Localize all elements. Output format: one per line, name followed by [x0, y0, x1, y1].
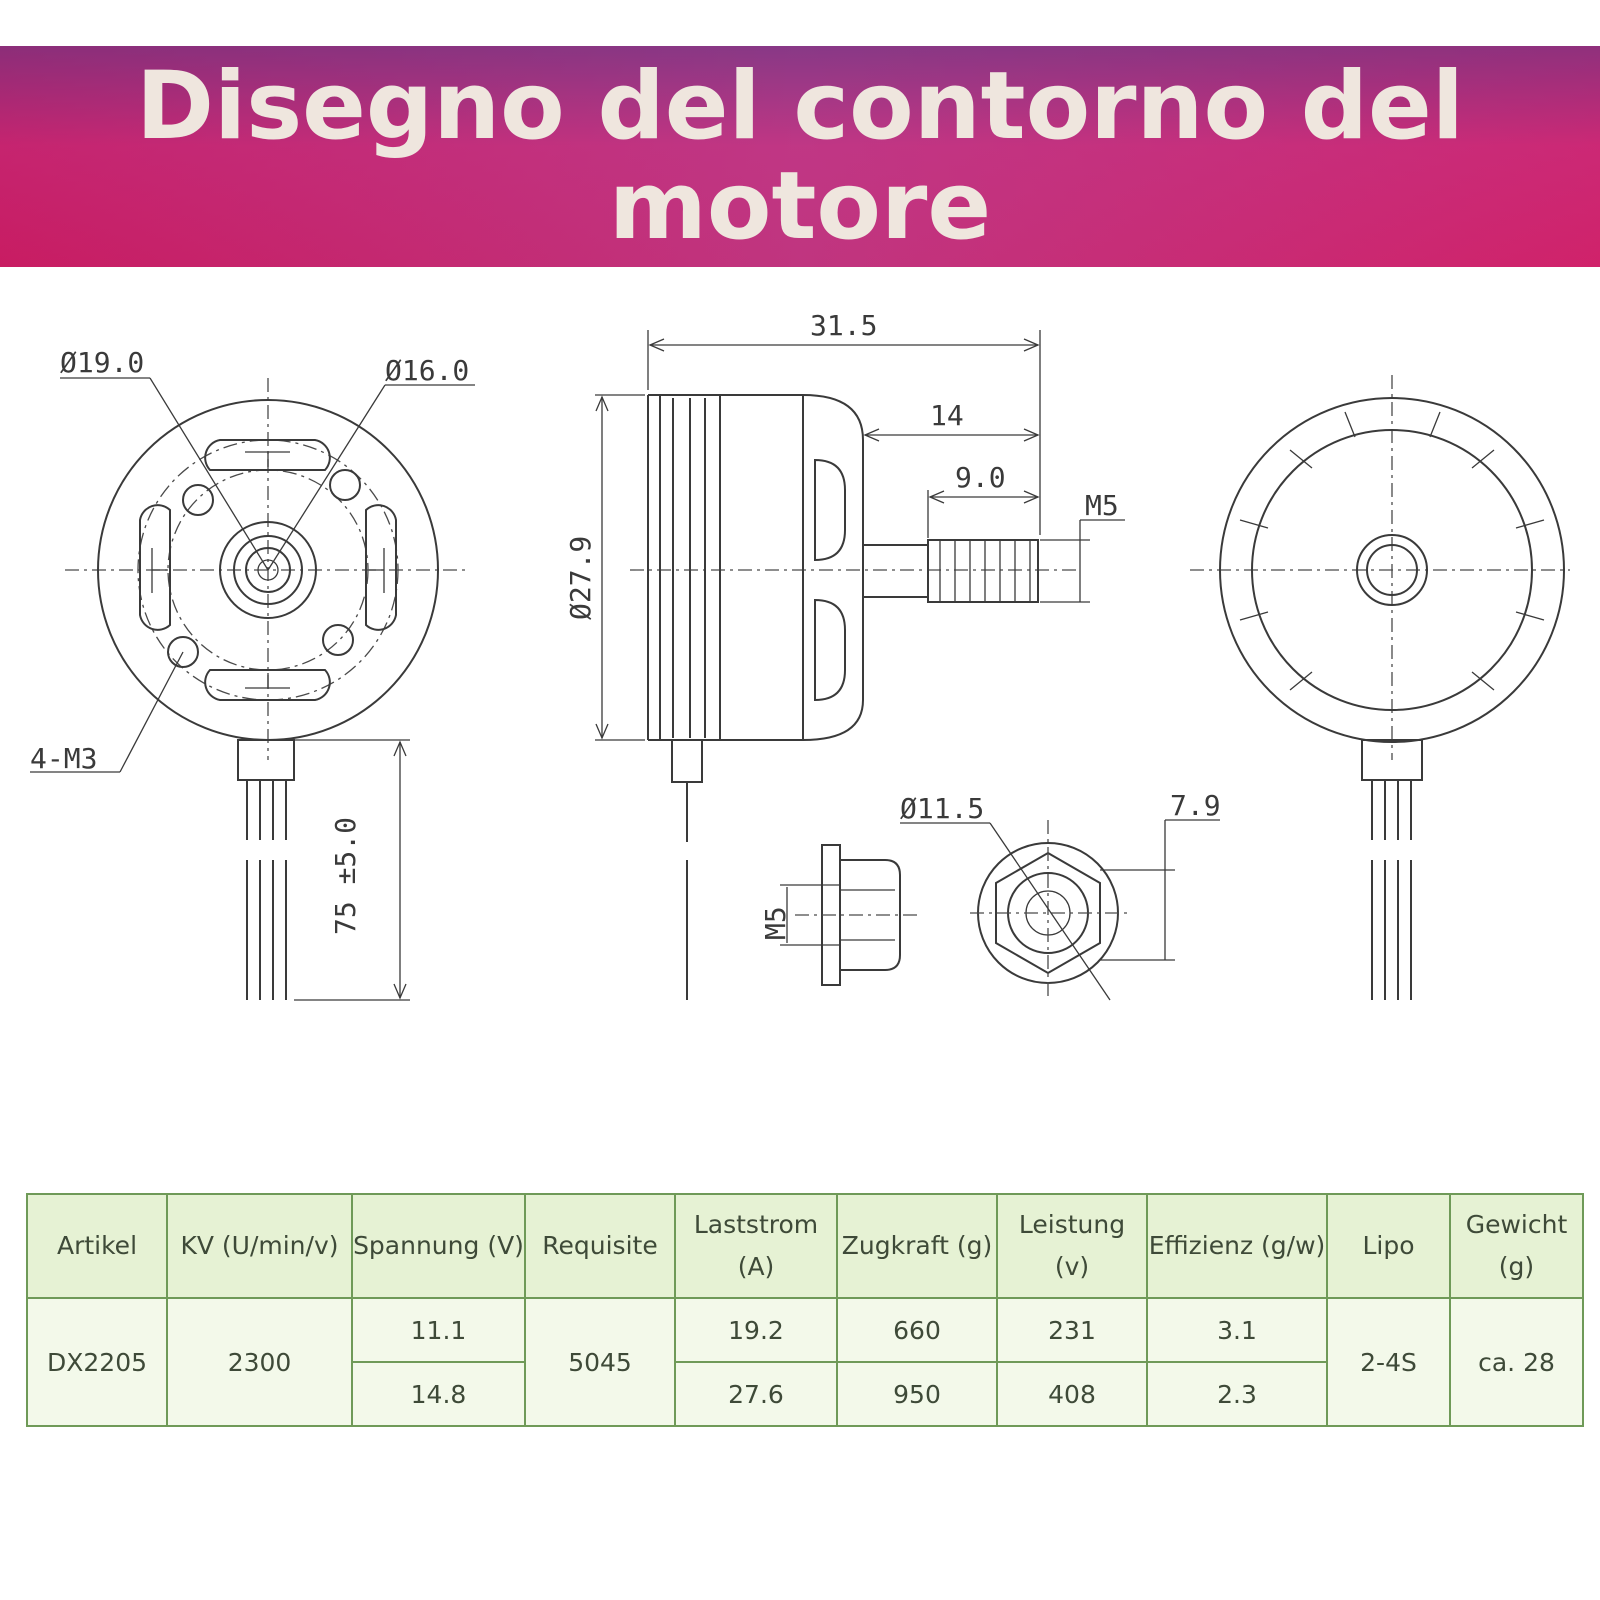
table-row: 14.8 27.6 950 408 2.3	[27, 1361, 1583, 1427]
dim-diameter: Ø27.9	[564, 536, 597, 620]
header-cell: Spannung (V)	[351, 1193, 526, 1299]
header-cell: Effizienz (g/w)	[1146, 1193, 1328, 1299]
header-cell: KV (U/min/v)	[166, 1193, 353, 1299]
motor-outline-drawing: Ø19.0 Ø16.0 4-M3 75 ±5.0 31.5 14	[30, 309, 1570, 1001]
header-cell: Gewicht (g)	[1449, 1193, 1584, 1299]
spec-table: Artikel KV (U/min/v) Spannung (V) Requis…	[26, 1193, 1584, 1427]
header-cell: Lipo	[1326, 1193, 1451, 1299]
header-cell: Artikel	[26, 1193, 168, 1299]
requisite-cell: 5045	[524, 1297, 676, 1427]
dim-length: 31.5	[810, 309, 877, 342]
spannung-cell: 11.1	[351, 1297, 526, 1363]
dim-nut-diameter: Ø11.5	[900, 792, 984, 825]
effizienz-cell: 3.1	[1146, 1297, 1328, 1363]
zugkraft-cell: 950	[836, 1361, 998, 1427]
leistung-cell: 231	[996, 1297, 1148, 1363]
lipo-cell: 2-4S	[1326, 1297, 1451, 1427]
page-title: Disegno del contorno del motore	[135, 51, 1465, 261]
header-cell: Zugkraft (g)	[836, 1193, 998, 1299]
table-header-row: Artikel KV (U/min/v) Spannung (V) Requis…	[26, 1193, 1584, 1299]
dim-nut-thread: M5	[759, 906, 792, 940]
header-cell: Leistung (v)	[996, 1193, 1148, 1299]
spannung-cell: 14.8	[351, 1361, 526, 1427]
zugkraft-cell: 660	[836, 1297, 998, 1363]
leistung-cell: 408	[996, 1361, 1148, 1427]
title-banner: Disegno del contorno del motore	[0, 46, 1600, 267]
header-cell: Laststrom (A)	[674, 1193, 838, 1299]
dim-shaft: 9.0	[955, 461, 1006, 494]
laststrom-cell: 27.6	[674, 1361, 838, 1427]
laststrom-cell: 19.2	[674, 1297, 838, 1363]
dim-4m3: 4-M3	[30, 742, 97, 775]
dim-nut-height: 7.9	[1170, 789, 1221, 822]
effizienz-cell: 2.3	[1146, 1361, 1328, 1427]
nut-views: M5 Ø11.5 7.9	[759, 789, 1221, 1001]
kv-cell: 2300	[166, 1297, 353, 1427]
dim-wire-length: 75 ±5.0	[329, 817, 362, 935]
motor-top-view	[1190, 375, 1570, 1000]
dim-d19: Ø19.0	[60, 346, 144, 379]
motor-side-view: 31.5 14 9.0 M5 Ø27.9	[564, 309, 1125, 1000]
artikel-cell: DX2205	[26, 1297, 168, 1427]
motor-bottom-view: Ø19.0 Ø16.0 4-M3 75 ±5.0	[30, 346, 475, 1001]
dim-d16: Ø16.0	[385, 354, 469, 387]
dim-shaft-total: 14	[930, 399, 964, 432]
table-row: DX2205 2300 11.1 5045 19.2 660 231 3.1 2…	[26, 1297, 1584, 1427]
dim-thread: M5	[1085, 489, 1119, 522]
gewicht-cell: ca. 28	[1449, 1297, 1584, 1427]
header-cell: Requisite	[524, 1193, 676, 1299]
